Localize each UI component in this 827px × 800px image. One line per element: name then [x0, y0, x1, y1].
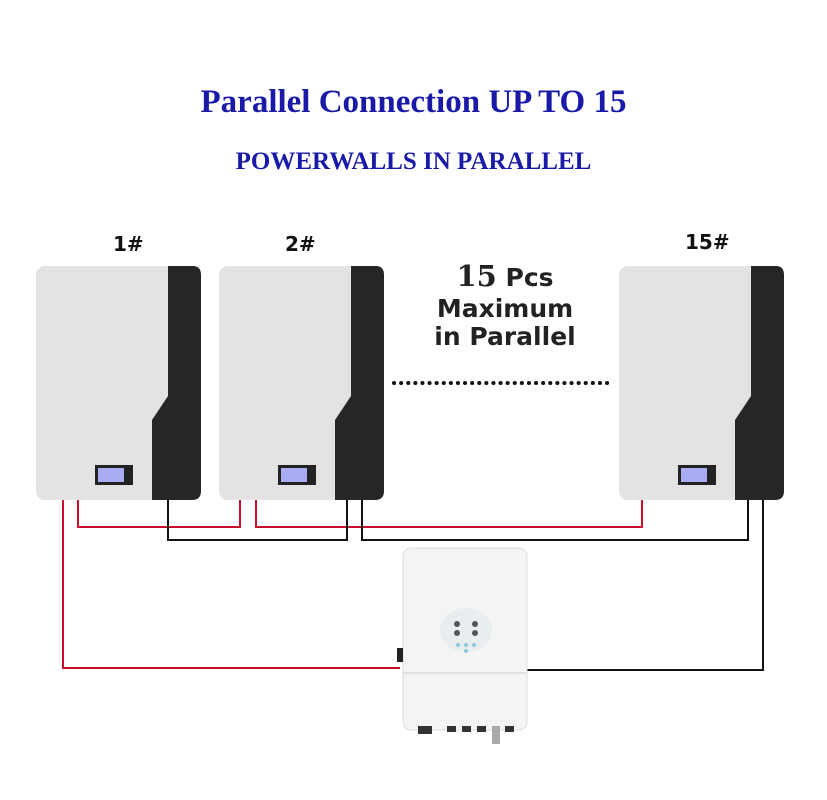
negative-wire-to-inverter — [526, 500, 764, 671]
max-count-line: 15 Pcs — [400, 259, 610, 293]
inverter — [397, 547, 528, 744]
subtitle: POWERWALLS IN PARALLEL — [235, 148, 592, 175]
positive-wire-to-inverter — [62, 500, 400, 669]
battery-2-label: 2# — [285, 232, 316, 256]
negative-wire-1-2 — [167, 500, 348, 541]
battery-15 — [619, 266, 784, 500]
positive-wire-2-15 — [255, 500, 643, 528]
inverter-display — [440, 608, 492, 652]
negative-wire-2-15 — [361, 500, 749, 541]
battery-2 — [219, 266, 384, 500]
max-count: 15 — [456, 259, 497, 293]
battery-15-label: 15# — [685, 230, 730, 254]
max-count-unit: Pcs — [505, 263, 554, 292]
title: Parallel Connection UP TO 15 — [200, 84, 627, 120]
battery-1 — [36, 266, 201, 500]
max-label: Maximum — [436, 294, 574, 323]
positive-wire-1-2 — [77, 500, 241, 528]
battery-1-label: 1# — [113, 232, 144, 256]
parallel-label: in Parallel — [434, 322, 576, 351]
